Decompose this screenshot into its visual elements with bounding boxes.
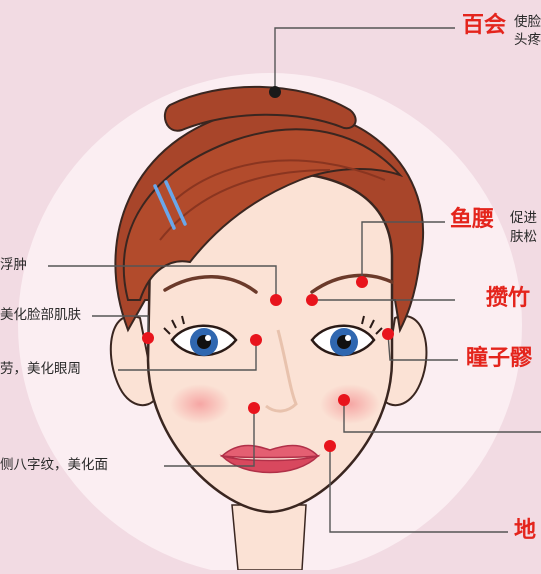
left-note-4: 侧八字纹，美化面 (0, 459, 108, 473)
left-note-2: 美化脸部肌肤 (0, 309, 81, 323)
tongziliao-label: 瞳子髎 (466, 348, 532, 370)
left-temple-marker (142, 332, 154, 344)
left-cheek (170, 384, 230, 424)
left-eye-inner-marker (250, 334, 262, 346)
baihui-desc-1: 使脸 (514, 16, 541, 30)
neck (232, 505, 306, 570)
yuyao-desc-2: 肤松 (510, 231, 537, 245)
yuyao-marker (356, 276, 368, 288)
tongziliao-marker (382, 328, 394, 340)
cuanzhu-label: 攒竹 (486, 288, 530, 310)
left-nose-marker (248, 402, 260, 414)
right-cheek (320, 384, 380, 424)
cuanzhu-marker (306, 294, 318, 306)
baihui-desc-2: 头疼 (514, 34, 541, 48)
baihui-label: 百会 (462, 15, 506, 37)
baihui-marker (269, 86, 281, 98)
yuyao-desc-1: 促进 (510, 212, 537, 226)
dicang-label: 地 (514, 520, 536, 542)
yuyao-label: 鱼腰 (450, 209, 494, 231)
left-note-3: 劳，美化眼周 (0, 363, 81, 377)
dicang-marker (324, 440, 336, 452)
left-note-1: 浮肿 (0, 259, 27, 273)
right-cheek-marker (338, 394, 350, 406)
yintang-marker (270, 294, 282, 306)
